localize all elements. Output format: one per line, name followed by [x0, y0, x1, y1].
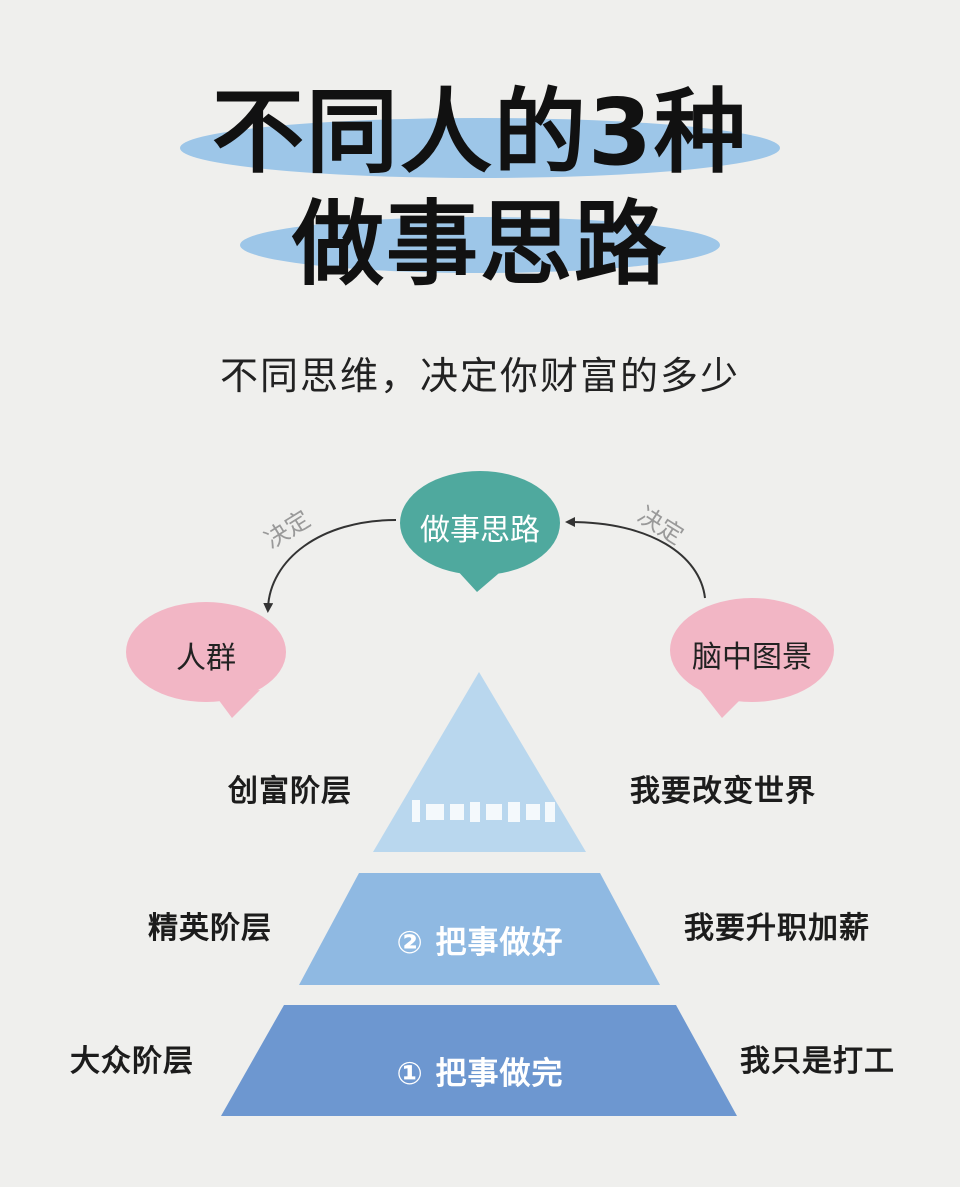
left-bubble-label: 人群 [176, 641, 236, 676]
tier-top-right-label: 我要改变世界 [630, 774, 816, 809]
title-highlight-oval-1 [180, 118, 780, 178]
center-speech-bubble [400, 471, 560, 592]
left-speech-bubble [126, 602, 286, 718]
tier-bottom-center-label: ① 把事做完 [396, 1056, 564, 1092]
tier-bottom-right-label: 我只是打工 [740, 1044, 895, 1079]
right-curved-arrow [565, 517, 706, 599]
tier-middle-left-label: 精英阶层 [148, 911, 272, 946]
title-line-1: 不同人的3种 [211, 79, 748, 186]
pyramid-tier-middle [299, 873, 660, 985]
right-bubble-label: 脑中图景 [692, 640, 812, 675]
subtitle: 不同思维，决定你财富的多少 [219, 354, 740, 398]
center-bubble-label: 做事思路 [420, 513, 540, 548]
tier-middle-right-label: 我要升职加薪 [684, 911, 870, 946]
pyramid-tier-bottom [221, 1005, 737, 1116]
title-highlight-oval-2 [240, 217, 720, 273]
tier-bottom-left-label: 大众阶层 [70, 1044, 194, 1079]
title-line-2: 做事思路 [291, 191, 668, 298]
right-speech-bubble [670, 598, 834, 718]
tier-top-left-label: 创富阶层 [228, 774, 352, 809]
pyramid-top-obscured-text [412, 800, 555, 822]
left-curved-arrow [263, 519, 397, 613]
pyramid-tier-top [373, 672, 586, 852]
tier-middle-center-label: ② 把事做好 [396, 925, 564, 961]
